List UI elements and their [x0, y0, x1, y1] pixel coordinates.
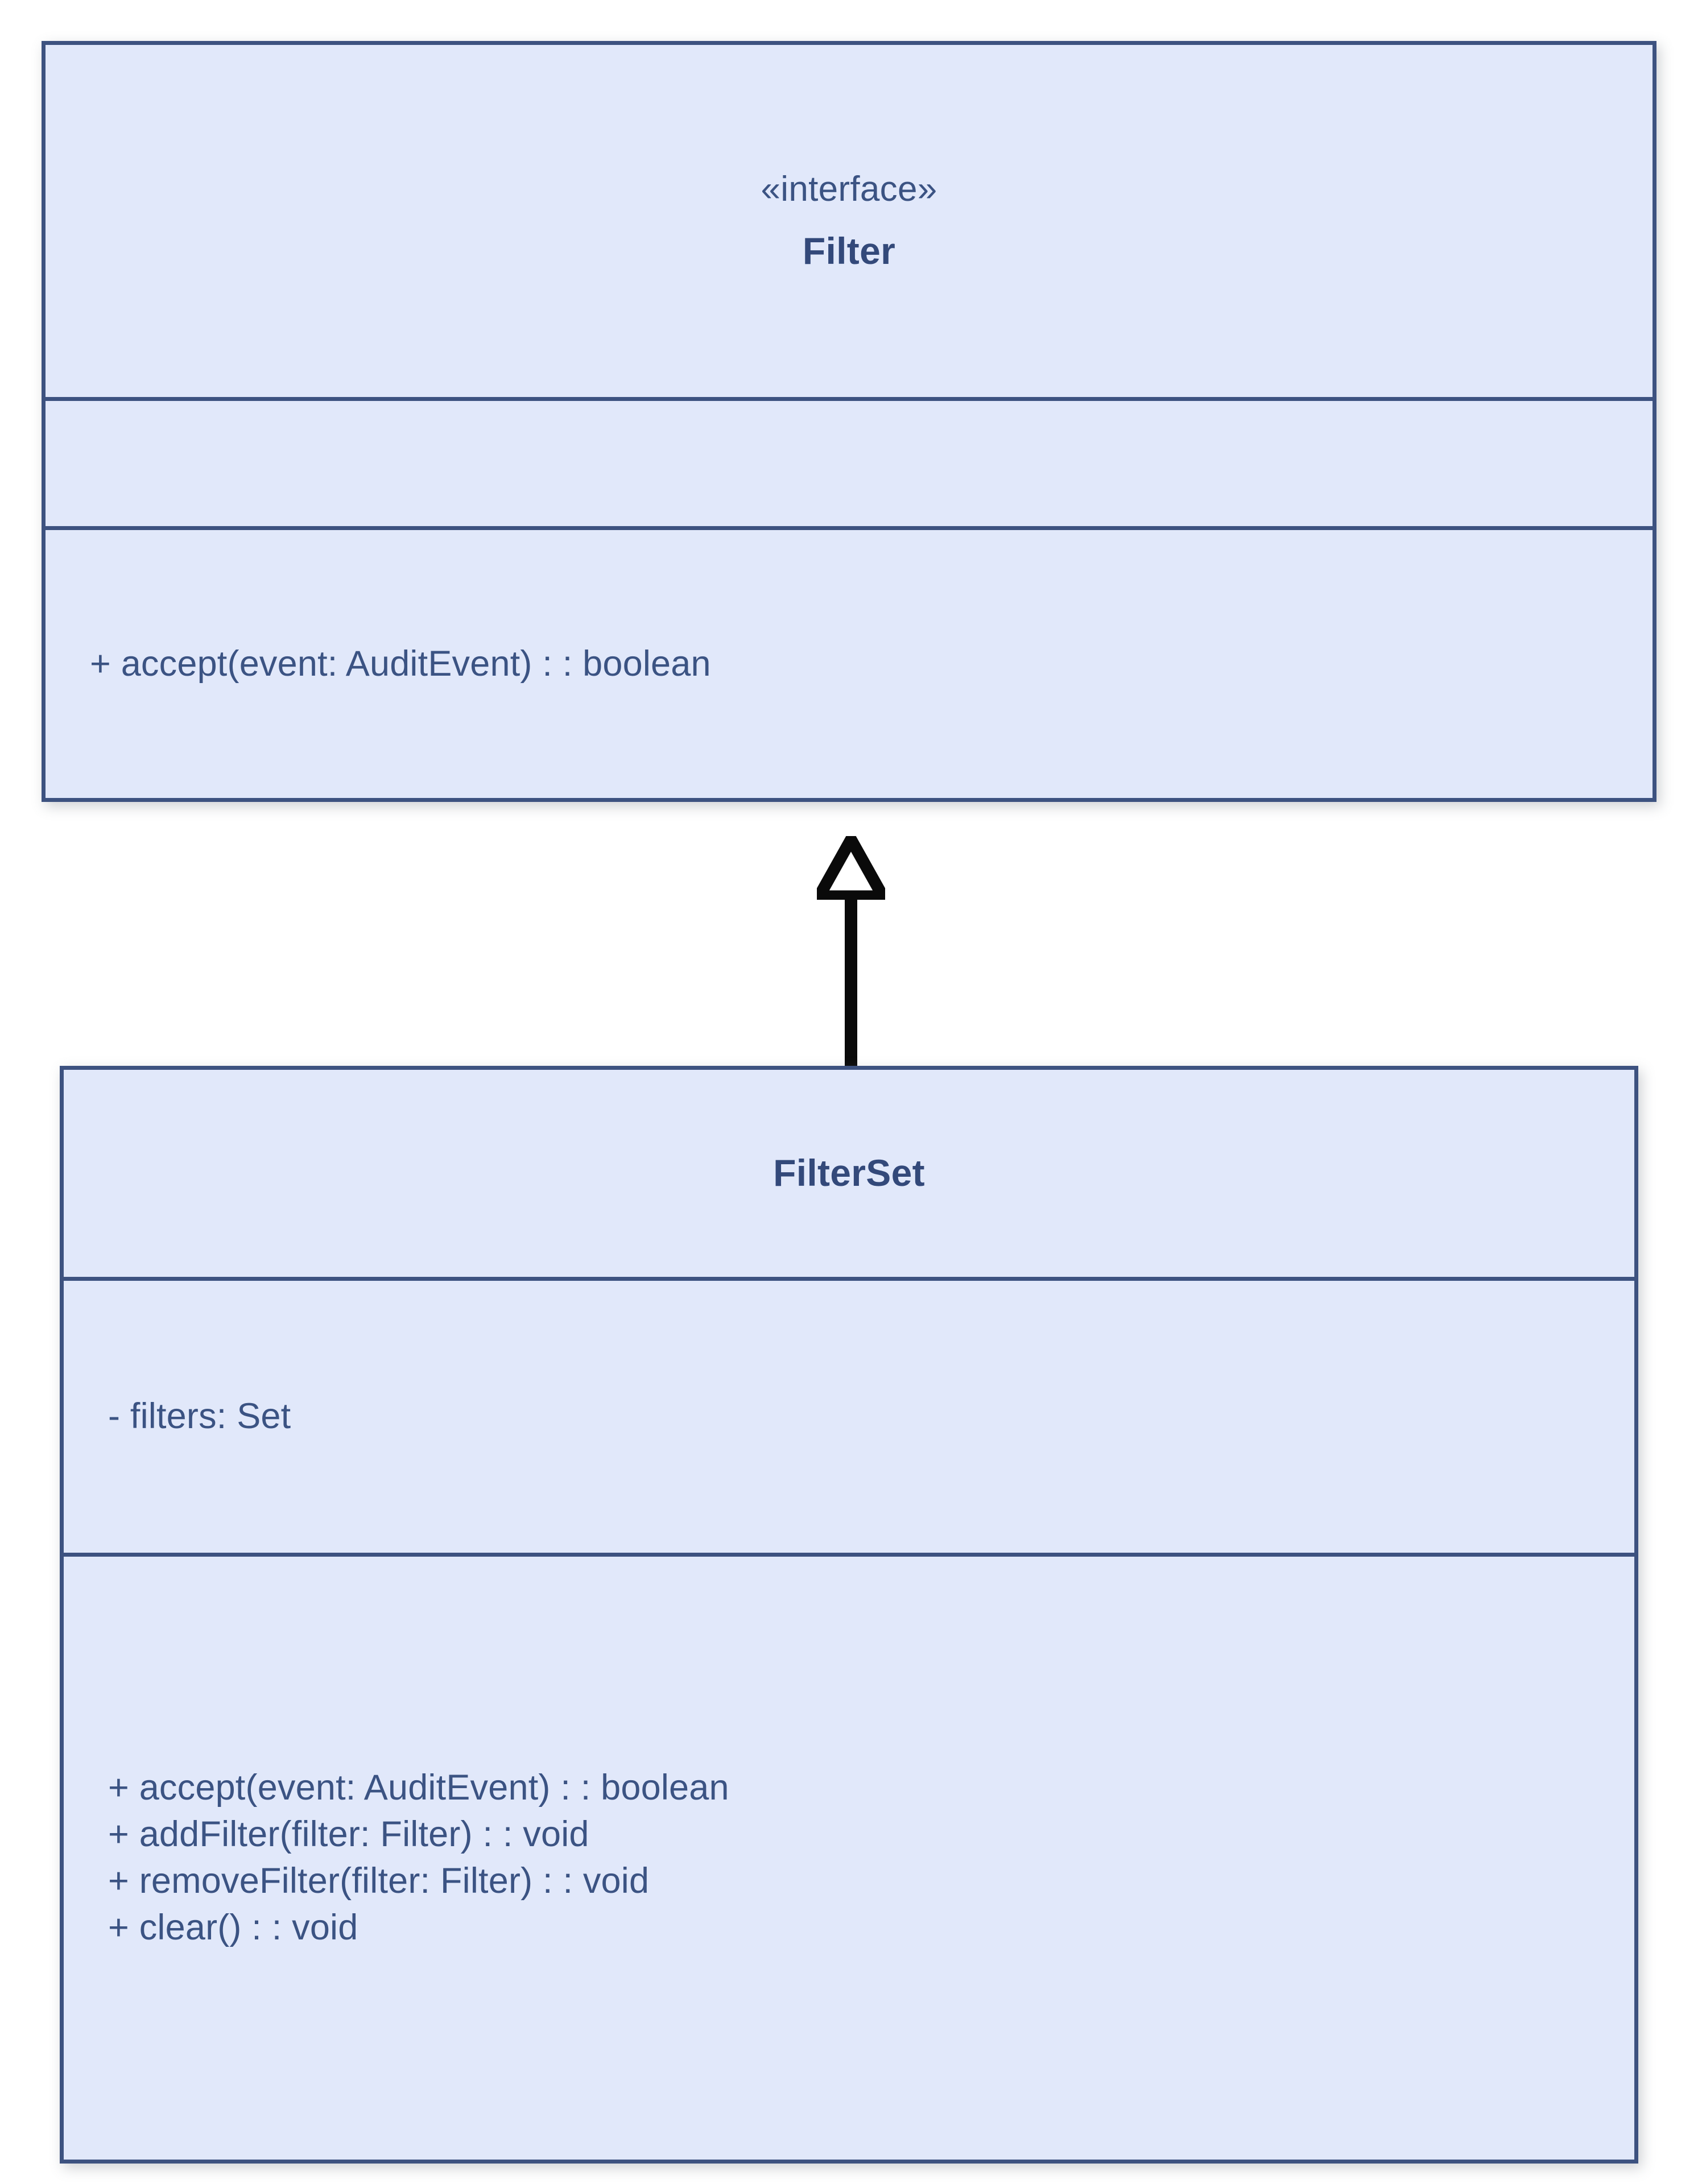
class-method: + clear() : : void [108, 1907, 358, 1947]
class-methods-filterset: + accept(event: AuditEvent) : : boolean … [64, 1553, 1634, 2160]
class-method: + removeFilter(filter: Filter) : : void [108, 1861, 650, 1901]
class-box-filter[interactable]: «interface» Filter + accept(event: Audit… [42, 41, 1656, 802]
class-method: + addFilter(filter: Filter) : : void [108, 1814, 589, 1855]
class-box-filterset[interactable]: FilterSet - filters: Set + accept(event:… [60, 1066, 1638, 2164]
class-title: FilterSet [773, 1152, 925, 1194]
realization-dotted-line [845, 896, 857, 1069]
class-header-filterset: FilterSet [64, 1070, 1634, 1277]
class-title: Filter [802, 230, 896, 272]
realization-connector [817, 836, 885, 1069]
class-attributes-filter [46, 397, 1653, 526]
class-methods-filter: + accept(event: AuditEvent) : : boolean [46, 526, 1653, 798]
class-method: + accept(event: AuditEvent) : : boolean [108, 1768, 729, 1808]
class-header-filter: «interface» Filter [46, 45, 1653, 397]
class-stereotype: «interface» [761, 169, 937, 209]
class-attributes-filterset: - filters: Set [64, 1277, 1634, 1553]
class-method: + accept(event: AuditEvent) : : boolean [90, 643, 711, 684]
class-attribute: - filters: Set [108, 1396, 291, 1437]
hollow-triangle-arrowhead-icon [817, 836, 885, 900]
